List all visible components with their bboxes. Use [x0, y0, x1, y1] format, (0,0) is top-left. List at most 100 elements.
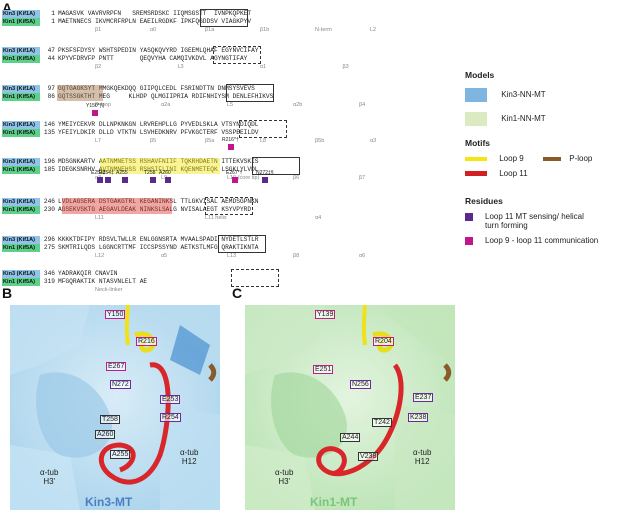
residue-start: 185: [43, 166, 55, 173]
kin3-tag: Kin3 (Kif1A): [2, 10, 40, 18]
legend-motif-loop11-label: Loop 11: [499, 169, 528, 178]
sequence: GQTSSGKTHT MEG KLHDP QLMGIIPRIA RDIFNHIY…: [58, 93, 274, 100]
ss-label: L13: [227, 253, 237, 259]
ploop-swatch: [543, 156, 561, 161]
kin3-tag: Kin3 (Kif1A): [2, 121, 40, 129]
legend-motifs: Loop 9 P-loop Loop 11: [465, 154, 615, 184]
ss-label: Neck-linker: [95, 287, 123, 293]
ss-box: [205, 197, 253, 215]
res-t258: T258: [100, 415, 120, 424]
communication-swatch: [465, 237, 473, 245]
kin3-tag: Kin3 (Kif1A): [2, 47, 40, 55]
residue-marker-label: A255: [116, 170, 128, 176]
ss-label: α2b: [293, 102, 303, 108]
ss-box: [218, 235, 266, 253]
res-r204: R204: [373, 337, 394, 346]
residue-start: 296: [43, 236, 55, 243]
ss-label: β1b: [260, 27, 270, 33]
loop11-swatch: [465, 171, 487, 177]
ss-label: β1: [95, 27, 102, 33]
res-r216: R216: [136, 337, 157, 346]
ss-label: L7: [95, 138, 102, 144]
legend-model-kin1-label: Kin1-NN-MT: [501, 114, 546, 124]
ss-box: [226, 84, 274, 102]
residue-start: 135: [43, 129, 55, 136]
ss-label: β5a: [205, 138, 215, 144]
sequence: KKKKTDFIPY RDSVLTWLLR ENLGGNSRTA MVAALSP…: [58, 236, 259, 243]
residue-marker-label: R254‡: [99, 170, 114, 176]
kin3-tag: Kin3 (Kif1A): [2, 158, 40, 166]
sequence: KPYVFDRVFP PNTT QEQVYHA CAMQIVKDVL AGYNG…: [58, 55, 248, 62]
loop9-highlight: [100, 158, 220, 174]
residue-start: 196: [43, 158, 55, 165]
kin3-caption: Kin3-MT: [85, 495, 133, 509]
ss-label: P-loop: [95, 102, 111, 108]
ss-label: β7: [359, 175, 366, 181]
legend-residue-communication-label: Loop 9 - loop 11 communication: [485, 236, 599, 245]
ploop-highlight: [57, 85, 103, 101]
ss-label: α2a: [161, 102, 171, 108]
sequence: SKMTRILQDS LGGNCRTTMF ICCSPSSYND AETKSTL…: [58, 244, 259, 251]
ss-label: β5b: [315, 138, 325, 144]
ss-label: L11: [95, 215, 104, 221]
res-e267: E267: [106, 362, 127, 371]
res-a255: A255: [110, 450, 131, 459]
ss-label: L3: [177, 64, 184, 70]
legend-residue-communication: Loop 9 - loop 11 communication: [465, 236, 615, 245]
kin1-tag: Kin1 (Kif5A): [2, 55, 40, 63]
sequence: LVDLAGSERA DSTGAKGTRL KEGANINKSL TTLGKVI…: [58, 198, 259, 205]
legend-motif-ploop: P-loop: [543, 154, 592, 163]
ss-box: [231, 269, 279, 287]
ss-label: L12: [95, 253, 105, 259]
legend: Models Kin3-NN-MT Kin1-NN-MT Motifs Loop…: [465, 70, 615, 245]
sequence: YADRAKQIR CNAVIN: [58, 270, 118, 277]
ss-label: β3: [342, 64, 349, 70]
res-t242: T242: [372, 418, 392, 427]
residue-start: 86: [47, 93, 55, 100]
residue-marker-label: A260: [159, 170, 171, 176]
kin3-structure-image: [10, 305, 220, 510]
res-r254: R254: [160, 413, 181, 422]
kin1-tag: Kin1 (Kif5A): [2, 18, 40, 26]
res-v238: V238: [358, 452, 379, 461]
residue-marker: [232, 177, 238, 183]
sequence: GQTGAGKSYT MMGKQEKDQQ GIIPQLCEDL FSRINDT…: [58, 85, 255, 92]
res-e251: E251: [313, 365, 334, 374]
residue-marker: [122, 177, 128, 183]
sequence: MFGQRAKTIK NTASVNLELT AE: [58, 278, 148, 285]
ss-label: L11 helix: [205, 215, 227, 221]
residue-start: 230: [43, 206, 55, 213]
residue-start: 47: [47, 47, 55, 54]
ss-label: α4: [315, 215, 322, 221]
res-e237: E237: [413, 393, 434, 402]
residue-marker-label: E253‡: [91, 170, 106, 176]
residue-marker-label: T258: [144, 170, 156, 176]
sequence: MAGASVK VAVRVRPFN SREMSRDSKC IIQMSGSTT I…: [58, 10, 252, 17]
residue-start: 346: [43, 270, 55, 277]
loop9-swatch: [465, 156, 487, 161]
kin1-tag: Kin1 (Kif5A): [2, 206, 40, 214]
residue-marker: [228, 144, 234, 150]
ss-label: β4: [359, 102, 366, 108]
sequence: MDSGNKARTV AATNMNETSS RSHAVFNIIF TQKRHDA…: [58, 158, 259, 165]
residue-start: 275: [43, 244, 55, 251]
sequence: PKSFSFDYSY WSHTSPEDIN YASQKQVYRD IGEEMLQ…: [58, 47, 259, 54]
residue-start: 97: [47, 85, 55, 92]
ss-box: [252, 157, 300, 175]
ss-label: β8: [293, 253, 300, 259]
ss-label: α5: [161, 253, 168, 259]
ss-label: β1a: [205, 27, 215, 33]
panel-c-label: C: [232, 285, 243, 301]
